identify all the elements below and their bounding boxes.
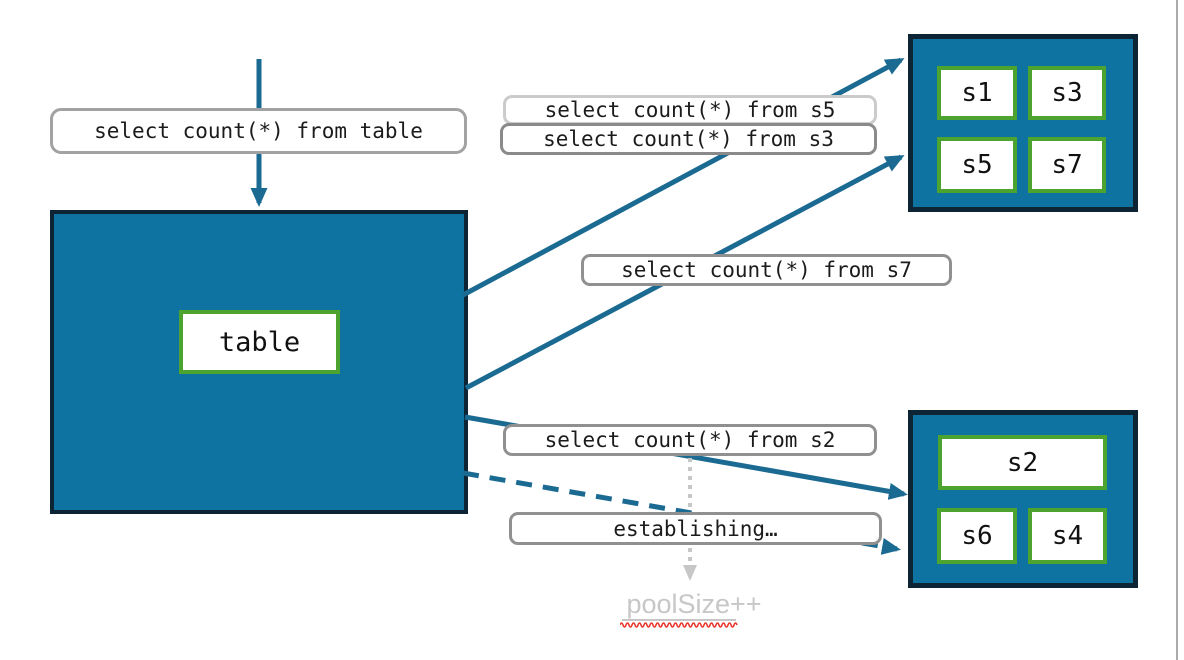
shard-s2-label: s2 [1006, 447, 1039, 478]
table-label-box: table [179, 310, 340, 374]
shard-s4: s4 [1028, 508, 1107, 564]
query-label-s5-text: select count(*) from s5 [544, 98, 836, 122]
shard-s5-label: s5 [961, 150, 993, 180]
table-node: table [50, 210, 468, 514]
shard-s4-label: s4 [1051, 521, 1084, 551]
query-label-s7: select count(*) from s7 [581, 254, 952, 286]
query-label-s2: select count(*) from s2 [503, 424, 877, 456]
shard-group-bottom: s2 s6 s4 [908, 410, 1138, 588]
slide-edge-line [1176, 0, 1178, 660]
query-label-s3-text: select count(*) from s3 [543, 127, 834, 151]
query-label-table: select count(*) from table [50, 108, 467, 154]
query-label-s2-text: select count(*) from s2 [544, 428, 836, 452]
spellcheck-squiggle-icon [620, 622, 738, 628]
shard-s3: s3 [1028, 66, 1106, 120]
shard-s1-label: s1 [961, 78, 993, 108]
shard-s6-label: s6 [961, 521, 993, 551]
shard-group-top: s1 s3 s5 s7 [908, 34, 1138, 212]
poolsize-underline [622, 619, 736, 621]
table-label: table [218, 326, 301, 358]
query-label-establishing-text: establishing… [613, 516, 778, 541]
poolsize-text: poolSize++ [626, 589, 762, 619]
shard-s5: s5 [937, 137, 1017, 193]
query-label-table-text: select count(*) from table [94, 119, 423, 143]
shard-s7: s7 [1028, 137, 1106, 193]
shard-s6: s6 [937, 508, 1017, 564]
query-label-s3: select count(*) from s3 [500, 123, 877, 155]
query-label-s5: select count(*) from s5 [503, 95, 877, 125]
shard-s3-label: s3 [1051, 78, 1083, 108]
shard-s7-label: s7 [1051, 150, 1083, 180]
shard-s1: s1 [937, 66, 1017, 120]
query-label-s7-text: select count(*) from s7 [621, 258, 912, 282]
shard-s2: s2 [938, 435, 1107, 490]
query-label-establishing: establishing… [509, 512, 882, 545]
poolsize-annotation: poolSize++ [610, 589, 778, 633]
